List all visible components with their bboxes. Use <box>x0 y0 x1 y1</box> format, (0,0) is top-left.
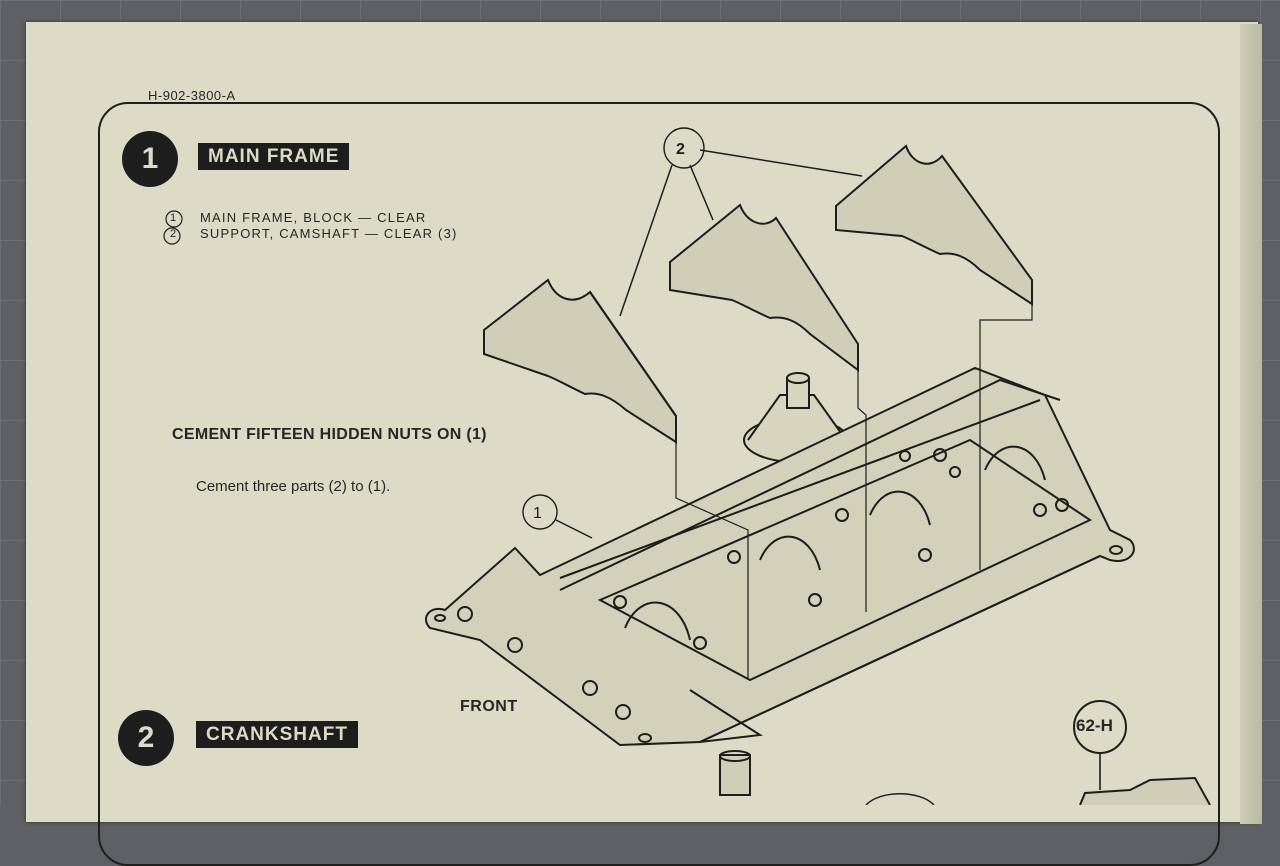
part-number-badge: 1 <box>170 212 178 224</box>
hex-nut-icon <box>918 548 932 562</box>
hex-nut-icon <box>613 595 627 609</box>
assembly-guide-lines <box>675 304 1033 680</box>
main-frame-block <box>425 366 1135 796</box>
part-label: SUPPORT, CAMSHAFT — CLEAR (3) <box>200 226 458 241</box>
instruction-text: Cement three parts (2) to (1). <box>196 478 391 495</box>
callout-2-circle-icon <box>663 127 705 169</box>
parts-list: 1 MAIN FRAME, BLOCK — CLEAR 2 SUPPORT, C… <box>160 210 458 242</box>
hex-nut-icon <box>949 466 961 478</box>
part-number-badge: 2 <box>170 228 178 240</box>
hex-nut-icon <box>507 637 523 653</box>
part-1-circle-icon <box>165 210 183 228</box>
step-2-number: 2 <box>118 710 174 766</box>
parts-list-item: 1 MAIN FRAME, BLOCK — CLEAR <box>160 210 458 226</box>
hex-nut-icon <box>457 606 473 622</box>
part-code: H-902-3800-A <box>148 88 236 103</box>
step-1-title: MAIN FRAME <box>198 143 350 170</box>
callout-1-circle-icon <box>522 494 558 530</box>
front-label: FRONT <box>460 698 518 715</box>
camshaft-support-middle <box>669 203 859 372</box>
hex-nut-icon <box>835 508 849 522</box>
camshaft-support-left <box>483 278 677 444</box>
callout-1-label: 1 <box>533 505 542 522</box>
hex-nut-icon <box>615 704 631 720</box>
hex-nut-icon <box>899 450 911 462</box>
hex-nut-icon <box>808 593 822 607</box>
part-2-circle-icon <box>163 227 181 245</box>
hex-nut-icon <box>727 550 741 564</box>
step-2-title: CRANKSHAFT <box>196 721 358 748</box>
assembly-diagram: 2 1 <box>163 127 1211 805</box>
reference-callout: 62-H <box>1076 716 1113 735</box>
sheet-stack-edge <box>1240 24 1262 824</box>
hex-nut-icon <box>582 680 598 696</box>
callout-2-label: 2 <box>676 141 685 158</box>
hex-nut-icon <box>933 448 947 462</box>
camshaft-support-right <box>835 144 1033 306</box>
hex-nut-icon <box>1033 503 1047 517</box>
step-1-number: 1 <box>122 131 178 187</box>
part-label: MAIN FRAME, BLOCK — CLEAR <box>200 210 427 225</box>
instruction-heading: CEMENT FIFTEEN HIDDEN NUTS ON (1) <box>172 426 487 443</box>
parts-list-item: 2 SUPPORT, CAMSHAFT — CLEAR (3) <box>160 226 458 242</box>
hex-nut-icon <box>1055 498 1069 512</box>
hex-nut-icon <box>693 636 707 650</box>
